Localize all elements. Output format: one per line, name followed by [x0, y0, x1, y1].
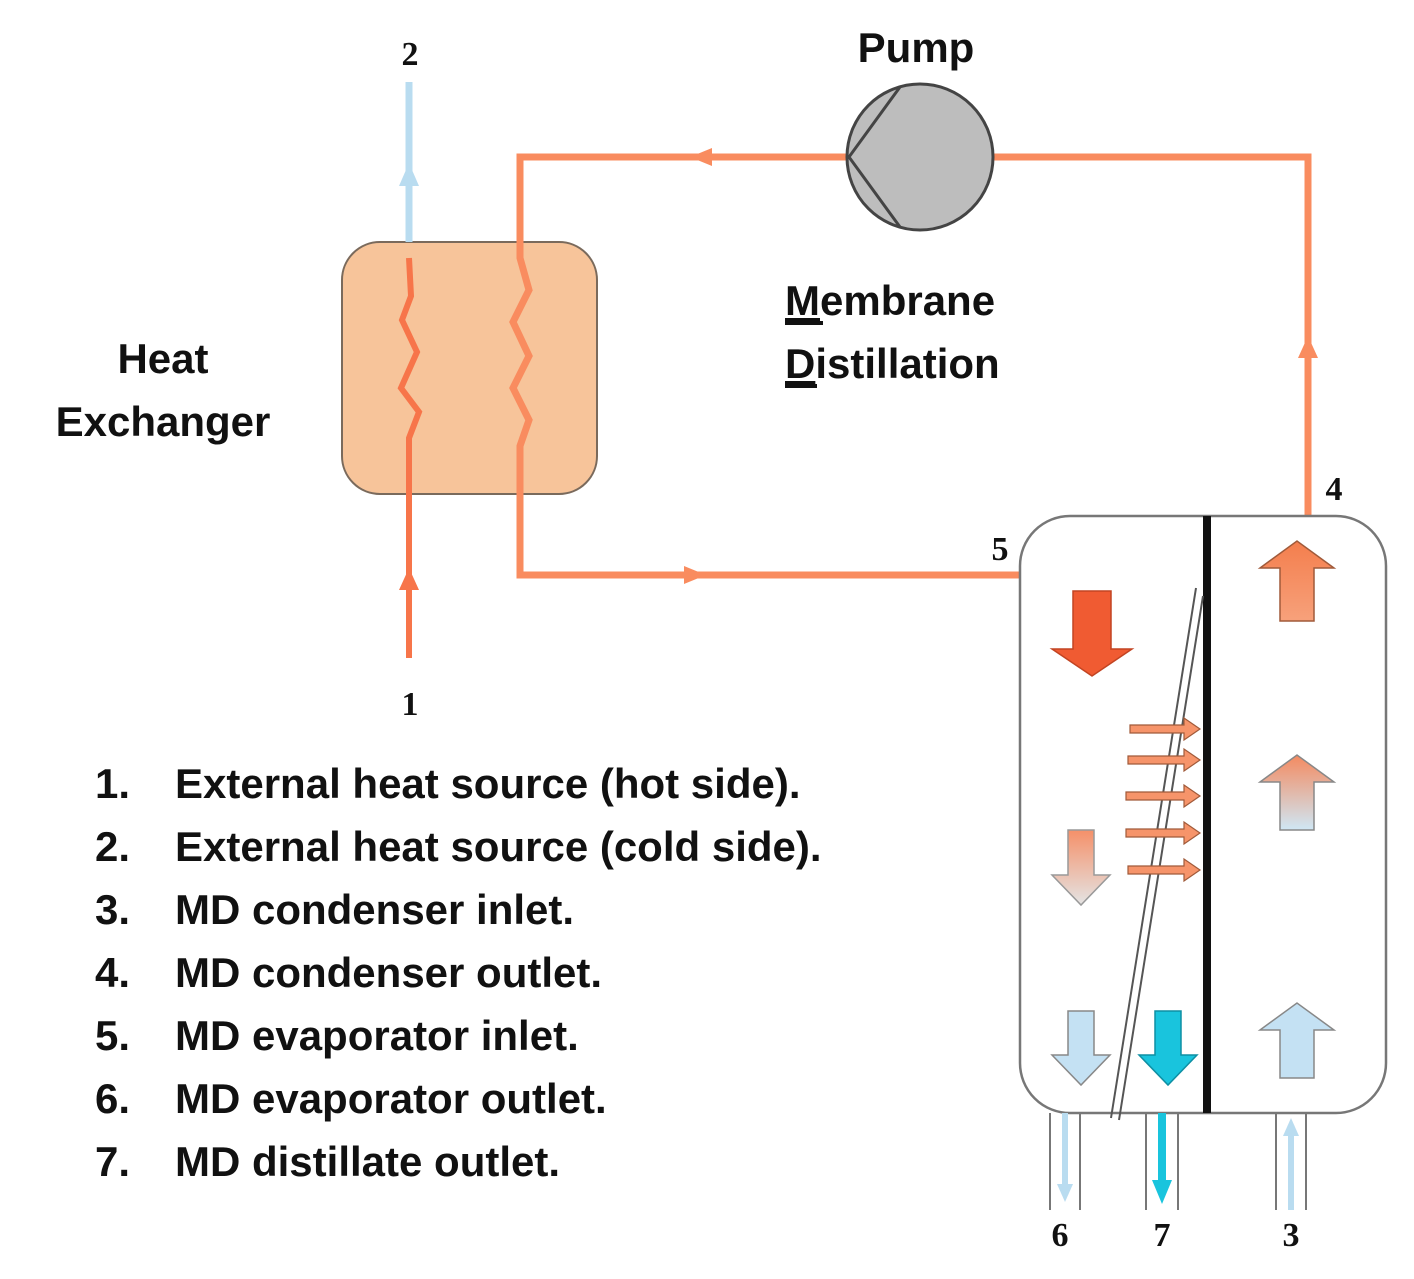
pump-label: Pump [858, 24, 975, 71]
condenser-inlet-up-arrow-icon [1257, 1002, 1337, 1079]
legend-item-number: 3. [95, 886, 131, 933]
point-1-label: 1 [402, 686, 419, 723]
legend-item-number: 2. [95, 823, 131, 870]
legend-item-number: 5. [95, 1012, 131, 1059]
legend-item-text: MD condenser outlet. [175, 949, 603, 996]
md-label-line1: Membrane [785, 277, 995, 324]
legend-item-text: External heat source (hot side). [175, 760, 801, 807]
md-rest-distillation: istillation [815, 340, 999, 387]
point-7-label: 7 [1154, 1217, 1171, 1254]
vapor-arrow-icon [1125, 820, 1202, 846]
vapor-flux-arrows [1125, 716, 1202, 883]
point-4-label: 4 [1326, 471, 1343, 508]
vapor-arrow-icon [1127, 857, 1202, 883]
condenser-mid-up-arrow-icon [1257, 754, 1337, 831]
heat-exchanger-box [341, 241, 598, 495]
recirculation-loop-pipe [509, 148, 1020, 584]
legend-item-text: MD evaporator outlet. [175, 1075, 607, 1122]
hot-feed-down-arrow-icon [1049, 590, 1135, 677]
md-rest-membrane: embrane [820, 277, 995, 324]
point-6-label: 6 [1052, 1217, 1069, 1254]
condenser-inlet-pipe [1275, 1113, 1307, 1210]
legend-item: 7. MD distillate outlet. [95, 1130, 822, 1193]
legend-item: 1. External heat source (hot side). [95, 752, 822, 815]
cold-side-outlet-pipe [399, 82, 419, 242]
md-initial-m: M [785, 277, 820, 324]
legend-item-text: MD distillate outlet. [175, 1138, 561, 1185]
legend-list: 1. External heat source (hot side). 2. Ext… [95, 752, 822, 1193]
hot-side-inlet-pipe [397, 257, 423, 658]
vapor-arrow-icon [1125, 783, 1202, 809]
condenser-outlet-up-arrow-icon [1257, 540, 1337, 622]
heat-exchanger-label-line1: Heat [117, 335, 208, 382]
evaporator-outlet-down-arrow-icon [1050, 1010, 1112, 1087]
legend-item: 2. External heat source (cold side). [95, 815, 822, 878]
point-3-label: 3 [1283, 1217, 1300, 1254]
condenser-outlet-pipe [993, 153, 1318, 518]
point-2-label: 2 [402, 36, 419, 73]
distillate-outlet-pipe [1145, 1113, 1179, 1210]
legend-item-text: MD evaporator inlet. [175, 1012, 579, 1059]
md-label-line2: Distillation [785, 340, 1000, 387]
vapor-arrow-icon [1127, 747, 1202, 773]
md-initial-d: D [785, 340, 815, 387]
legend-item-text: External heat source (cold side). [175, 823, 822, 870]
cooling-feed-down-arrow-icon [1050, 829, 1112, 907]
legend-item-number: 7. [95, 1138, 131, 1185]
vapor-arrow-icon [1129, 716, 1202, 742]
legend-item-text: MD condenser inlet. [175, 886, 575, 933]
legend-item: 4. MD condenser outlet. [95, 941, 822, 1004]
legend-item: 3. MD condenser inlet. [95, 878, 822, 941]
legend-item: 5. MD evaporator inlet. [95, 1004, 822, 1067]
evaporator-outlet-pipe [1049, 1113, 1081, 1210]
distillate-channel-lines [1110, 587, 1204, 1121]
legend-item-number: 6. [95, 1075, 131, 1122]
distillate-down-arrow-icon [1137, 1010, 1199, 1087]
legend-item-number: 1. [95, 760, 131, 807]
legend-item-number: 4. [95, 949, 131, 996]
point-5-label: 5 [992, 531, 1009, 568]
pump-icon [845, 82, 995, 232]
heat-exchanger-label-line2: Exchanger [56, 398, 271, 445]
legend-item: 6. MD evaporator outlet. [95, 1067, 822, 1130]
